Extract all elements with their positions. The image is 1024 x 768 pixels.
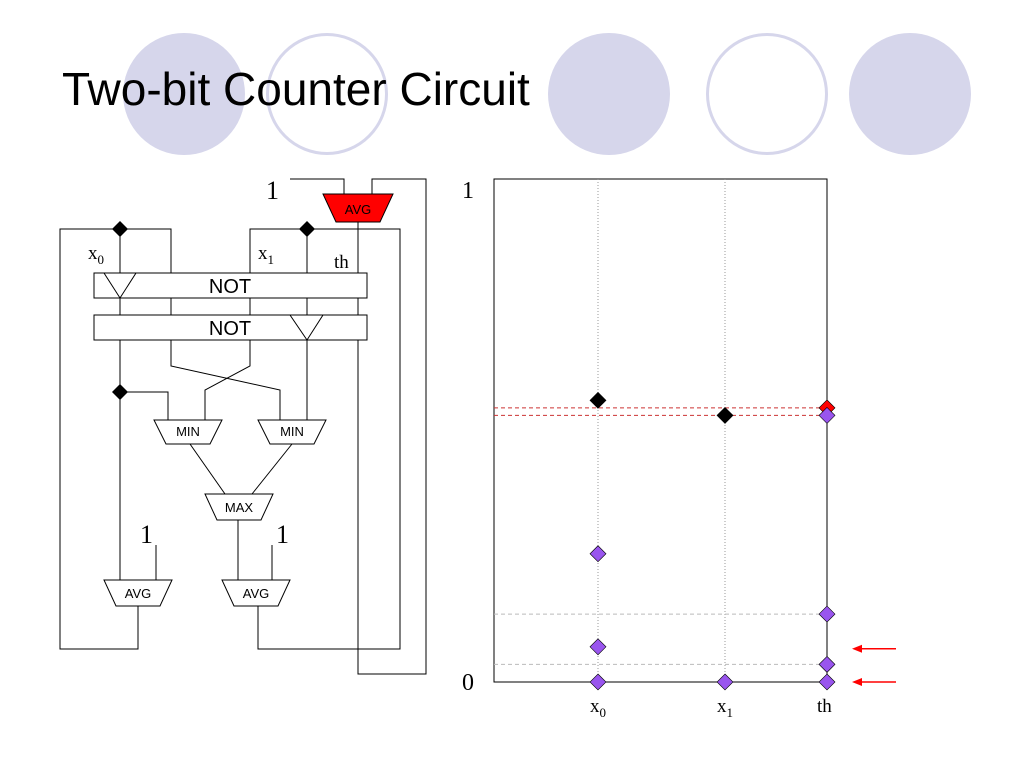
not-label-top: NOT (209, 276, 251, 298)
wire-x0-feedback (59, 228, 139, 650)
min-label-left: MIN (176, 424, 200, 439)
x-tick-th: th (817, 696, 832, 717)
not-triangle-icon-bottom (289, 314, 324, 341)
data-point-5 (589, 673, 607, 691)
avg-gate-left (103, 579, 173, 607)
wire-notx0-to-minleft (120, 391, 169, 420)
const-one-top: 1 (266, 176, 279, 205)
wire-x0-to-minright (170, 340, 281, 420)
data-point-7 (818, 406, 836, 424)
deco-circle-1 (123, 33, 245, 155)
wire-x1-feedback (257, 228, 401, 650)
const-one-left: 1 (140, 520, 153, 549)
not-label-bottom: NOT (209, 318, 251, 340)
arrow-layer (852, 644, 896, 686)
pointer-arrow-icon-0 (852, 644, 896, 653)
data-point-10 (818, 673, 836, 691)
max-label: MAX (225, 500, 254, 515)
y-tick-bottom: 0 (462, 670, 474, 696)
wire-minright-max (251, 443, 293, 495)
min-gate-left (153, 419, 223, 445)
pointer-arrow-icon-1 (852, 678, 896, 686)
point-layer (589, 391, 836, 691)
reference-lines (494, 407, 827, 665)
label-th: th (334, 252, 349, 273)
avg-gate-right (221, 579, 291, 607)
max-gate (204, 493, 274, 521)
wire-minleft-max (189, 443, 226, 495)
deco-circle-2 (266, 33, 388, 155)
slide-title: Two-bit Counter Circuit (62, 63, 530, 115)
min-label-right: MIN (280, 424, 304, 439)
y-tick-top: 1 (462, 178, 474, 204)
not-gate-top (93, 272, 368, 299)
wire-const-avg-top (290, 178, 345, 194)
const-one-right: 1 (276, 520, 289, 549)
avg-gate-top (322, 193, 394, 223)
label-x1: x1 (258, 243, 274, 267)
not-gate-bottom (93, 314, 368, 341)
x-tick-x1: x1 (717, 696, 733, 720)
avg-label-left: AVG (125, 586, 152, 601)
wire-x1-branch (249, 228, 307, 273)
deco-circle-4 (706, 33, 828, 155)
data-point-0 (589, 391, 607, 409)
wire-x1-to-minleft (204, 340, 251, 420)
data-point-1 (716, 406, 734, 424)
wire-th-feedback (357, 178, 427, 675)
not-triangle-icon-top (103, 272, 137, 299)
data-point-6 (716, 673, 734, 691)
wire-x0-branch (120, 228, 172, 273)
min-gate-right (257, 419, 327, 445)
data-point-8 (818, 605, 836, 623)
junction-x0-icon (112, 221, 128, 237)
x-tick-x0: x0 (590, 696, 606, 720)
data-point-9 (818, 655, 836, 673)
avg-label-top: AVG (345, 202, 372, 217)
plot-frame (493, 178, 828, 683)
junction-x1-icon (299, 221, 315, 237)
deco-circle-3 (548, 33, 670, 155)
data-point-3 (589, 545, 607, 563)
junction-notx0-icon (112, 384, 128, 400)
data-point-4 (589, 638, 607, 656)
label-x0: x0 (88, 243, 104, 267)
deco-circle-5 (849, 33, 971, 155)
avg-label-right: AVG (243, 586, 270, 601)
